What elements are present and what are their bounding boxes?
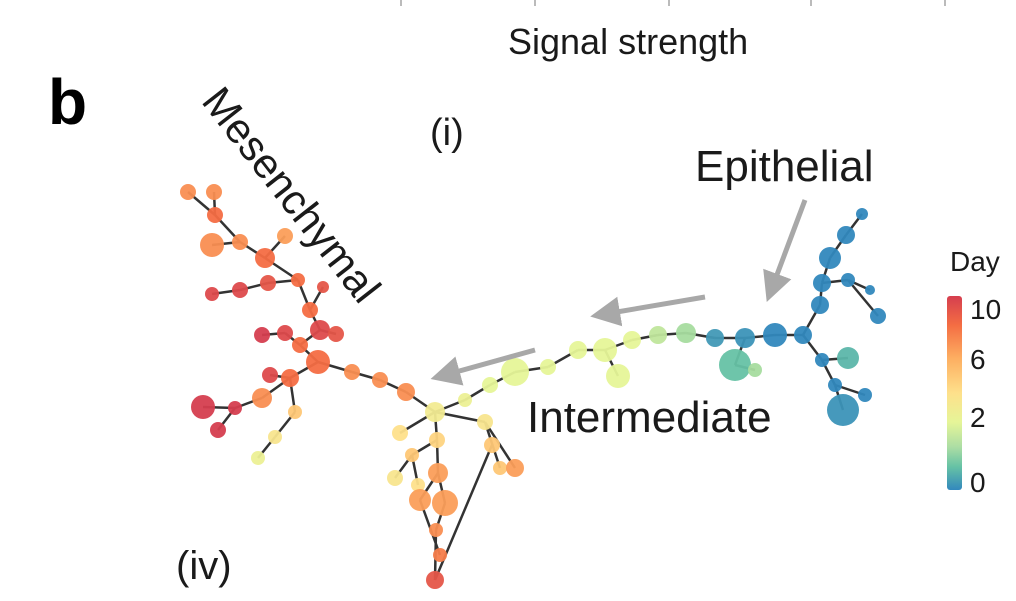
tree-node (794, 326, 812, 344)
tree-node (569, 341, 587, 359)
tree-node (819, 247, 841, 269)
tree-node (593, 338, 617, 362)
tree-node (623, 331, 641, 349)
tree-node (429, 523, 443, 537)
tree-node (228, 401, 242, 415)
tree-node (865, 285, 875, 295)
tree-node (392, 425, 408, 441)
tree-node (858, 388, 872, 402)
tree-node (649, 326, 667, 344)
tree-node (262, 367, 278, 383)
tree-node (540, 359, 556, 375)
tree-node (426, 571, 444, 589)
tree-node (277, 325, 293, 341)
label-epithelial: Epithelial (695, 142, 874, 191)
tree-node (191, 395, 215, 419)
tree-node (409, 489, 431, 511)
tree-node (200, 233, 224, 257)
tree-node (501, 358, 529, 386)
axis-tick (810, 0, 812, 6)
colorbar-tick-10: 10 (970, 294, 1002, 325)
tree-node (841, 273, 855, 287)
tree-node (254, 327, 270, 343)
tree-node (719, 349, 751, 381)
colorbar-tick-0: 0 (970, 467, 986, 498)
tree-node (428, 463, 448, 483)
tree-node (425, 402, 445, 422)
tree-node (251, 451, 265, 465)
tree-node (306, 350, 330, 374)
tree-node (411, 478, 425, 492)
tree-node (281, 369, 299, 387)
axis-tick (534, 0, 536, 6)
tree-node (291, 273, 305, 287)
label-roman-iv: (iv) (176, 544, 232, 588)
tree-node (458, 393, 472, 407)
tree-node (493, 461, 507, 475)
tree-node (870, 308, 886, 324)
tree-node (288, 405, 302, 419)
tree-node (260, 275, 276, 291)
tree-node (268, 430, 282, 444)
tree-node (207, 207, 223, 223)
tree-node (210, 422, 226, 438)
tree-node (482, 377, 498, 393)
axis-tick (668, 0, 670, 6)
tree-node (232, 234, 248, 250)
tree-node (180, 184, 196, 200)
tree-node (506, 459, 524, 477)
tree-node (706, 329, 724, 347)
tree-node (387, 470, 403, 486)
tree-node (811, 296, 829, 314)
tree-node (344, 364, 360, 380)
x-axis-label: Signal strength (508, 21, 749, 62)
tree-node (255, 248, 275, 268)
tree-node (763, 323, 787, 347)
tree-node (328, 326, 344, 342)
arrow-icon (763, 199, 808, 303)
colorbar (947, 296, 962, 490)
tree-node (252, 388, 272, 408)
axis-tick (400, 0, 402, 6)
tree-node (310, 320, 330, 340)
tree-node (405, 448, 419, 462)
tree-node (748, 363, 762, 377)
label-roman-i: (i) (430, 112, 464, 154)
arrow-icon (590, 294, 706, 327)
tree-node (828, 378, 842, 392)
tree-node (837, 226, 855, 244)
tree-node (372, 372, 388, 388)
tree-node (837, 347, 859, 369)
colorbar-tick-2: 2 (970, 402, 986, 433)
tree-node (232, 282, 248, 298)
tree-node (302, 302, 318, 318)
tree-node (432, 490, 458, 516)
tree-node (827, 394, 859, 426)
arrow-icon (430, 347, 536, 386)
tree-node (397, 383, 415, 401)
tree-node (813, 274, 831, 292)
tree-node (205, 287, 219, 301)
tree-node (317, 281, 329, 293)
tree-node (856, 208, 868, 220)
tree-node (676, 323, 696, 343)
tree-node (606, 364, 630, 388)
tree-node (292, 337, 308, 353)
colorbar-title: Day (950, 246, 1000, 277)
tree-node (206, 184, 222, 200)
tree-node (429, 432, 445, 448)
tree-node (477, 414, 493, 430)
tree-node (277, 228, 293, 244)
panel-label: b (48, 66, 88, 138)
tree-node (735, 328, 755, 348)
tree-node (433, 548, 447, 562)
axis-tick (944, 0, 946, 6)
tree-node (815, 353, 829, 367)
colorbar-tick-6: 6 (970, 344, 986, 375)
tree-node (484, 437, 500, 453)
label-intermediate: Intermediate (527, 393, 772, 442)
